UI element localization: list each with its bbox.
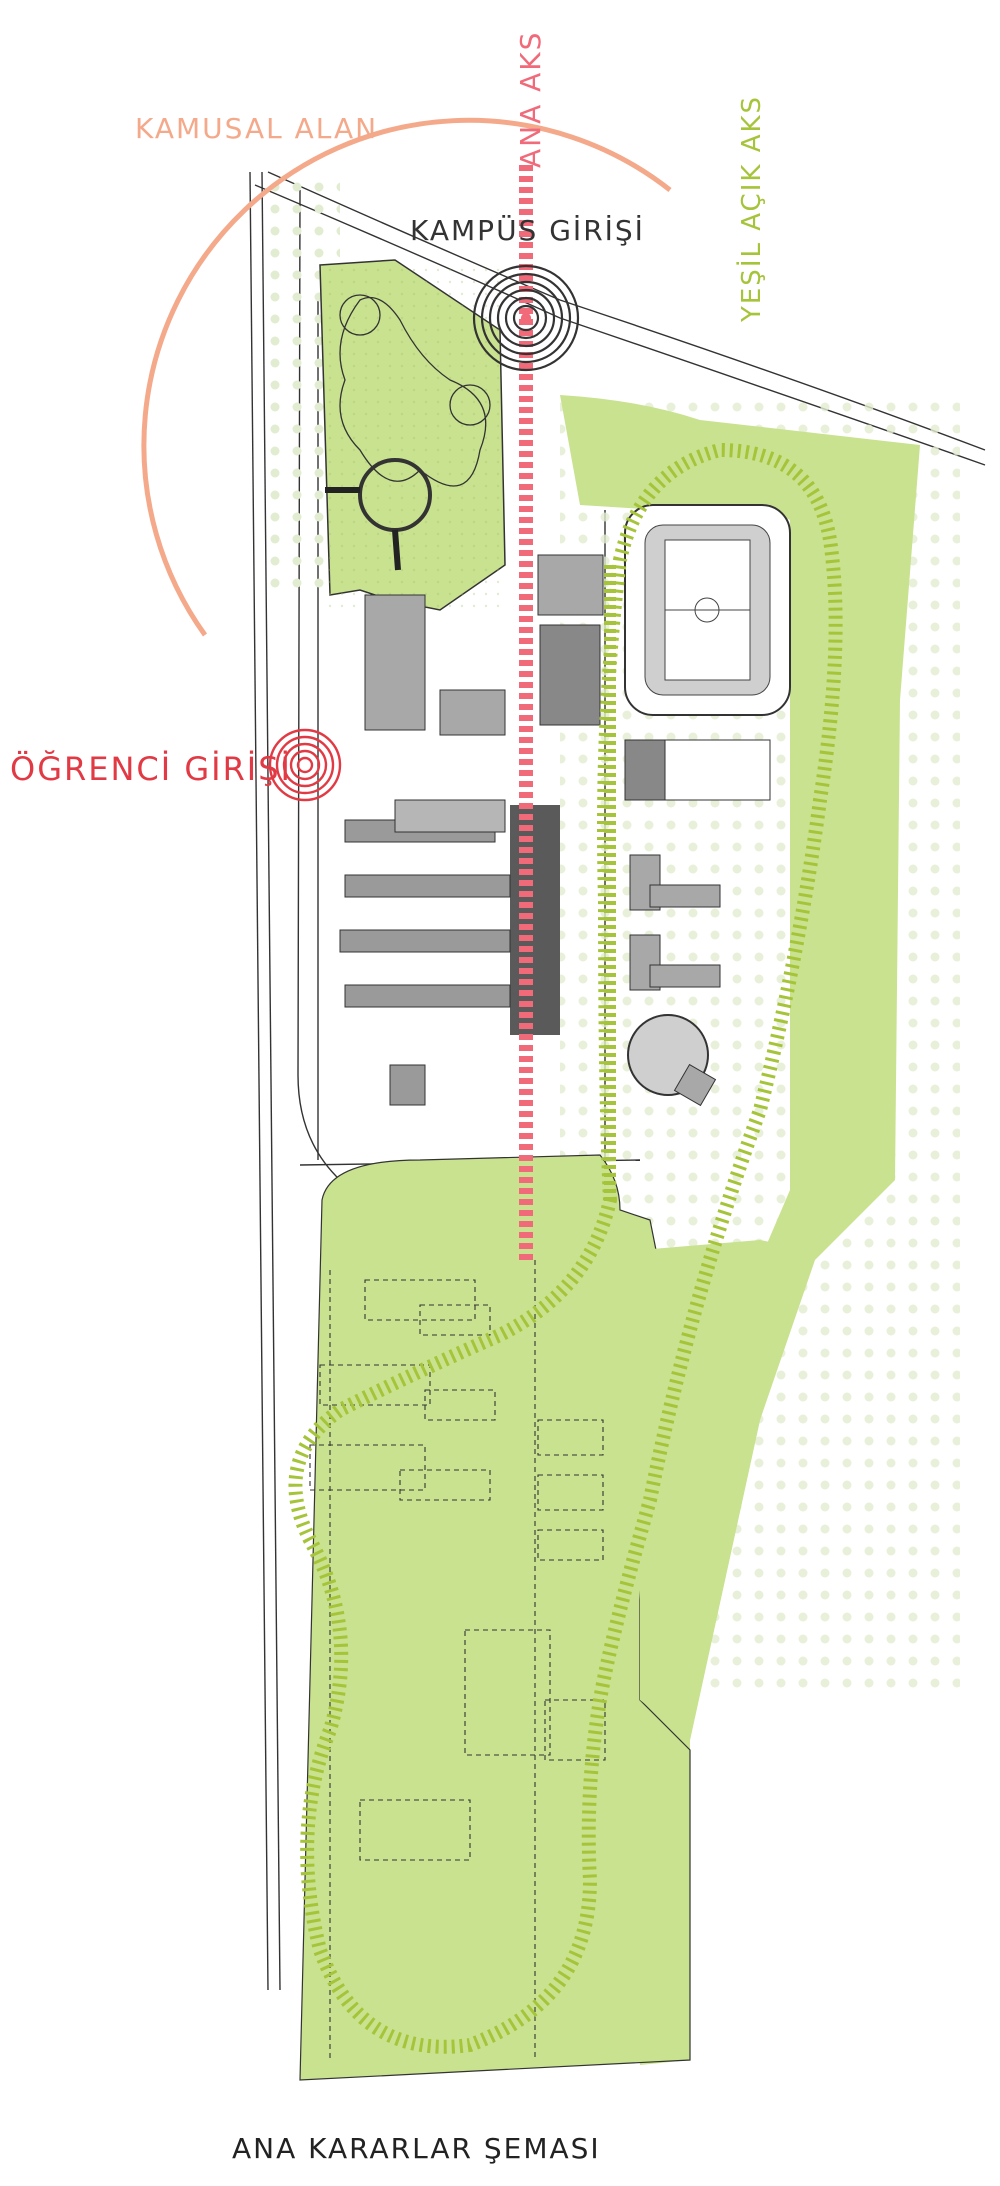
park-paths [325,294,491,571]
ogrenci-girisi-target [268,728,342,802]
buildings [339,554,771,1107]
future-buildings [309,1260,606,2060]
kampus-girisi-label: KAMPÜS GİRİŞİ [410,213,645,247]
stadium [624,504,791,716]
kamusal-alan-arc [141,117,672,637]
green-areas [299,259,920,2081]
ogrenci-girisi-label: ÖĞRENCİ GİRİŞİ [10,749,292,788]
kamusal-alan-label: KAMUSAL ALAN [135,112,378,145]
yesil-acik-aks-label: YEŞİL AÇIK AKS [735,95,767,323]
sema-title: ANA KARARLAR ŞEMASI [232,2132,601,2165]
kampus-girisi-target [472,264,580,372]
south-park [299,1154,691,2081]
ana-aks-label: ANA AKS [514,31,547,168]
